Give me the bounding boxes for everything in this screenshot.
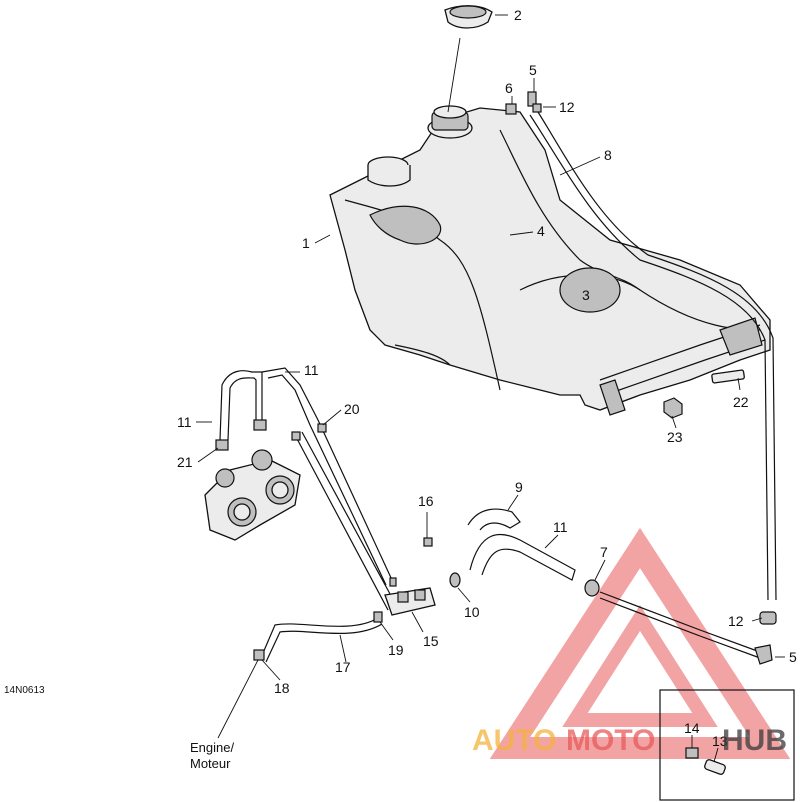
callout-10: 10 (464, 604, 480, 620)
clamp-19 (373, 611, 383, 623)
inset-box (659, 689, 795, 801)
bolt-22 (711, 369, 745, 384)
callout-12: 12 (728, 613, 744, 629)
fuel-cap (444, 5, 493, 29)
callout-4: 4 (537, 223, 545, 239)
fitting-6 (505, 103, 517, 115)
callout-7: 7 (600, 544, 608, 560)
callout-5: 5 (529, 62, 537, 78)
callout-11: 11 (177, 414, 192, 430)
callout-2: 2 (514, 7, 522, 23)
callout-1: 1 (302, 235, 310, 251)
vent-hose (529, 114, 769, 601)
clamp-20b (317, 423, 327, 433)
engine-label-line1: Engine/ (190, 740, 234, 755)
callout-11: 11 (553, 519, 568, 535)
fitting-5-top (527, 91, 537, 107)
callout-15: 15 (423, 633, 439, 649)
callout-9: 9 (515, 479, 523, 495)
callout-19: 19 (388, 642, 404, 658)
clamp-12-top (532, 103, 542, 113)
clamp-20a (291, 431, 301, 441)
callout-8: 8 (604, 147, 612, 163)
watermark-auto: AUTO (472, 724, 556, 757)
bolt-14 (685, 747, 699, 759)
callout-3: 3 (582, 287, 590, 303)
leader-lines (196, 14, 785, 763)
clamp-18 (253, 649, 265, 661)
callout-14: 14 (684, 720, 700, 736)
hose-11-lower (469, 533, 576, 581)
clamp-21b (253, 419, 267, 431)
callout-17: 17 (335, 659, 351, 675)
watermark-text: AUTO MOTO HUB (472, 724, 787, 757)
hose-11-left (219, 370, 263, 441)
watermark-moto: MOTO (566, 724, 655, 757)
callout-11: 11 (304, 362, 319, 378)
callout-18: 18 (274, 680, 290, 696)
callout-12: 12 (559, 99, 575, 115)
filler-neck (367, 105, 473, 187)
engine-label-line2: Moteur (190, 756, 231, 771)
hose-11-right (261, 367, 393, 581)
callout-6: 6 (505, 80, 513, 96)
callout-16: 16 (418, 493, 434, 509)
nut-23 (663, 397, 683, 419)
callout-22: 22 (733, 394, 749, 410)
clamp-12-right (759, 611, 777, 625)
watermark-logo (489, 527, 791, 759)
bushing-13 (704, 759, 726, 775)
watermark-hub: HUB (722, 724, 787, 757)
diagram-code: 14N0613 (4, 685, 45, 696)
clamp-7 (584, 579, 600, 597)
callout-23: 23 (667, 429, 683, 445)
throttle-body (204, 449, 301, 541)
hose-9 (467, 508, 521, 531)
callout-20: 20 (344, 401, 360, 417)
clamp-21 (215, 439, 229, 451)
callout-labels: 2 5 6 12 8 1 4 3 11 11 20 21 22 23 9 16 … (177, 7, 797, 749)
callout-21: 21 (177, 454, 193, 470)
fuel-tank (329, 107, 771, 416)
hose-17 (259, 617, 379, 661)
callout-5: 5 (789, 649, 797, 665)
callout-13: 13 (712, 733, 728, 749)
fuel-pump-15 (384, 537, 436, 616)
grommet-10 (449, 572, 461, 588)
fitting-5-right (754, 644, 773, 665)
